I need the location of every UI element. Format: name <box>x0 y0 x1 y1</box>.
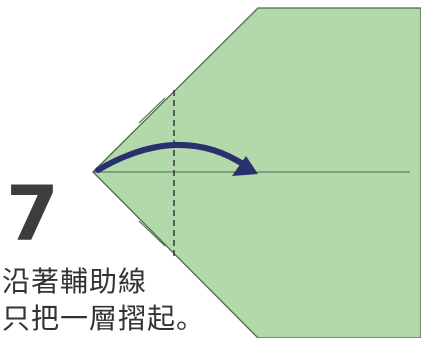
instruction-line-2: 只把一層摺起。 <box>2 302 206 335</box>
fold-arrow-head <box>232 156 258 176</box>
inner-layer-edge-lower <box>138 220 166 247</box>
fold-arrow-curve <box>95 141 249 173</box>
inner-layer-edge-upper <box>138 97 166 124</box>
step-number: 7 <box>6 169 59 258</box>
instruction-line-1: 沿著輔助線 <box>2 265 148 298</box>
